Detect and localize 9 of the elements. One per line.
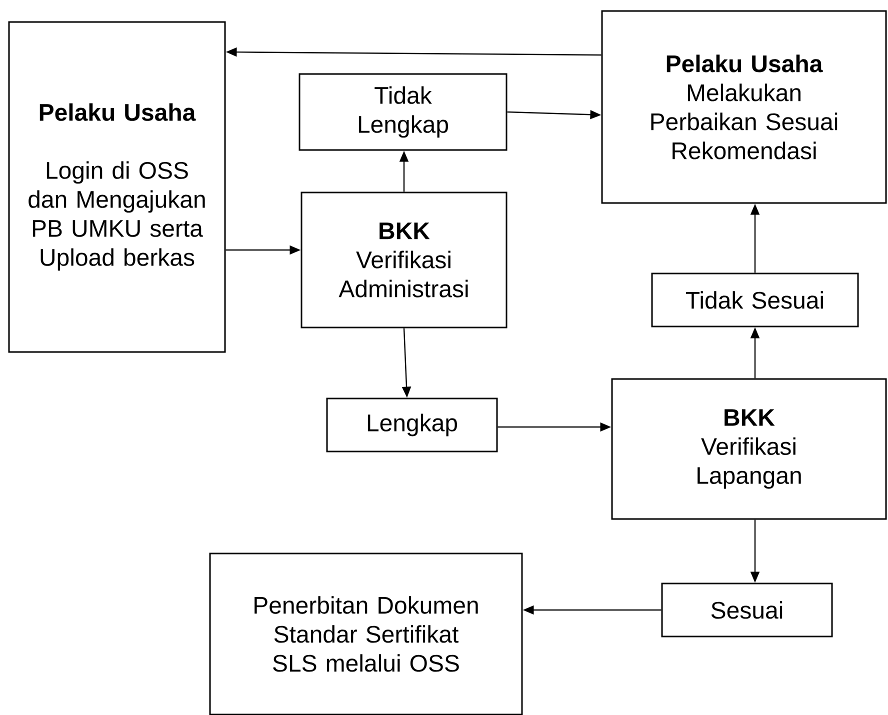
process-box: Sesuai xyxy=(661,582,833,638)
process-box: Lengkap xyxy=(326,398,498,452)
process-box: BKK Verifikasi Lapangan xyxy=(611,378,887,520)
process-box: Pelaku Usaha Melakukan Perbaikan Sesuai Rekomendasi xyxy=(601,10,887,204)
process-box: Tidak Lengkap xyxy=(298,73,508,151)
process-box: Tidak Sesuai xyxy=(651,272,859,328)
process-box: Penerbitan Dokumen Standar Sertifikat SLS melalui OSS xyxy=(209,552,523,715)
process-box: Pelaku Usaha Login di OSS dan Mengajukan PB UMKU serta Upload berkas xyxy=(8,21,226,353)
process-box: BKK Verifikasi Administrasi xyxy=(300,192,508,328)
